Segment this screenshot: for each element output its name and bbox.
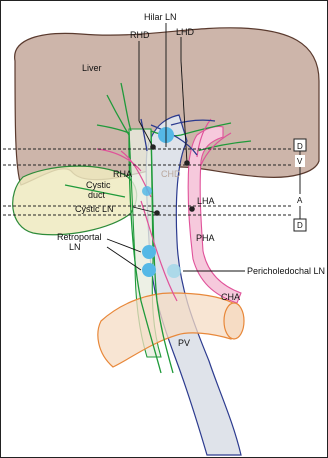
pericholedochal-lymph-node <box>167 264 181 278</box>
label-cystic-ln: Cystic LN <box>75 204 114 214</box>
label-cystic-duct-line1: Cystic <box>86 180 111 190</box>
cystic-lymph-node-blob <box>142 186 152 196</box>
retroportal-lymph-node-2 <box>142 263 156 277</box>
orange-vessel-end <box>224 303 244 339</box>
label-pha: PHA <box>196 233 215 243</box>
label-retroportal-ln-line2: LN <box>69 242 81 252</box>
label-lhd: LHD <box>176 27 195 37</box>
zone-letter-d-top: D <box>297 142 303 151</box>
label-cystic-duct-line2: duct <box>88 190 106 200</box>
zone-letter-v: V <box>297 157 303 166</box>
label-liver: Liver <box>82 63 102 73</box>
label-lha: LHA <box>197 196 215 206</box>
label-pericholedochal-ln: Pericholedochal LN <box>247 266 325 276</box>
label-hilar-ln: Hilar LN <box>144 12 177 22</box>
label-chd: CHD <box>161 169 181 179</box>
label-rha: RHA <box>113 169 132 179</box>
label-pv: PV <box>178 338 190 348</box>
retroportal-lymph-node-1 <box>142 245 156 259</box>
label-rhd: RHD <box>130 30 150 40</box>
orange-vessel <box>98 293 233 367</box>
zone-letter-d-bottom: D <box>297 221 303 230</box>
label-retroportal-ln-line1: Retroportal <box>57 232 102 242</box>
label-cha: CHA <box>221 292 240 302</box>
zone-letter-a: A <box>297 196 303 205</box>
